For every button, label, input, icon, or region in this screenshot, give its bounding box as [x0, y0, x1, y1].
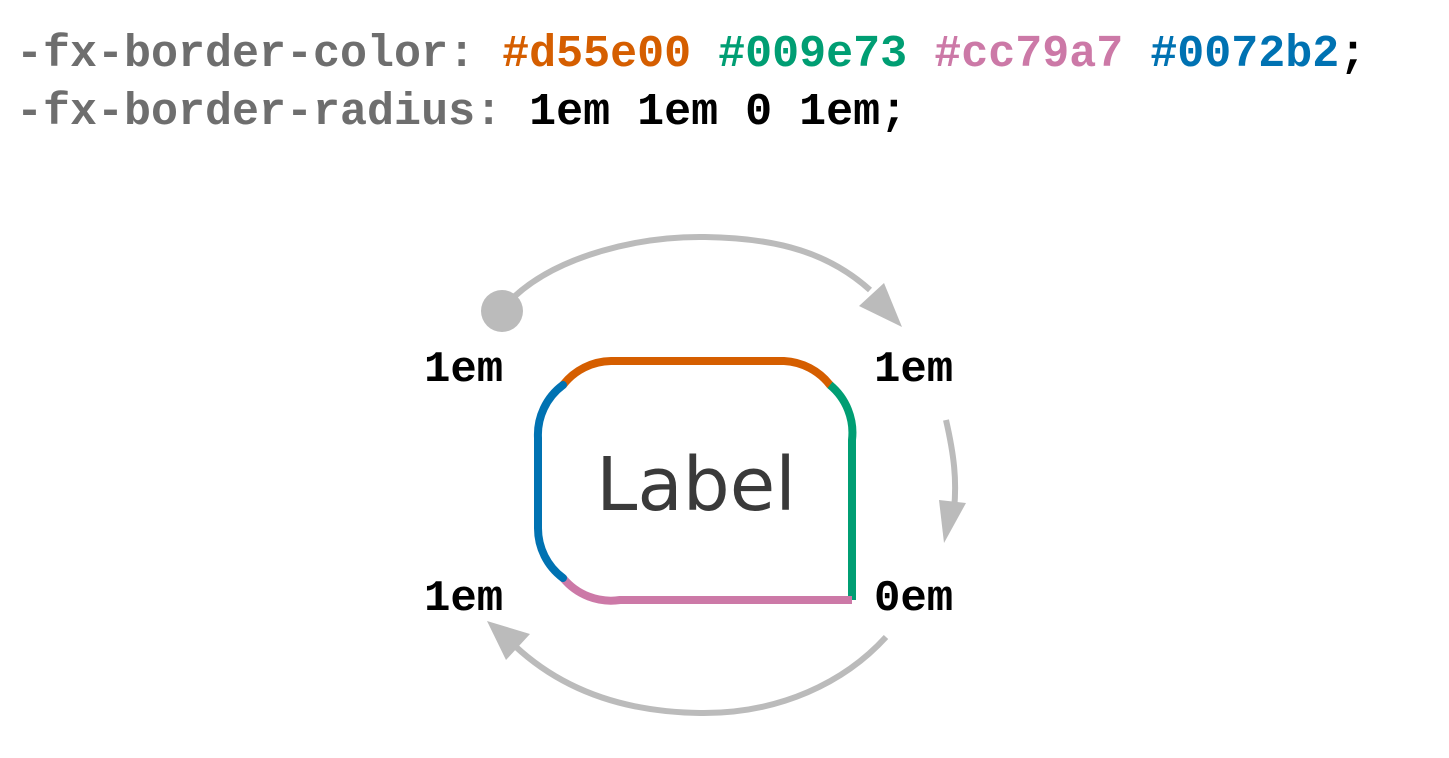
border-bottom-segment: [559, 575, 852, 605]
border-radius-declaration: -fx-border-radius: 1em 1em 0 1em;: [16, 90, 907, 135]
border-top-segment: [559, 357, 834, 389]
border-color-terminator: ;: [1339, 29, 1367, 80]
border-color-value-right: #009e73: [718, 29, 908, 80]
border-color-property: -fx-border-color:: [16, 29, 476, 80]
label-text: Label: [596, 442, 796, 528]
arrow-top-curve: [512, 233, 873, 299]
border-color-value-top: #d55e00: [502, 29, 692, 80]
corner-label-bottom-right: 0em: [874, 574, 953, 624]
corner-label-top-left: 1em: [424, 345, 503, 395]
border-color-value-bottom: #cc79a7: [934, 29, 1124, 80]
border-radius-property: -fx-border-radius:: [16, 87, 503, 138]
border-right-segment: [827, 381, 857, 600]
start-dot-icon: [481, 290, 523, 332]
arrow-right-curve: [943, 419, 959, 511]
border-color-declaration: -fx-border-color: #d55e00 #009e73 #cc79a…: [16, 32, 1366, 77]
arrow-bottom-curve: [512, 634, 889, 717]
arrow-bottom-head-icon: [487, 621, 530, 660]
border-left-segment: [533, 381, 567, 582]
border-radius-value: 1em 1em 0 1em;: [529, 87, 908, 138]
arrow-top-head-icon: [859, 283, 902, 327]
border-color-value-left: #0072b2: [1150, 29, 1340, 80]
corner-label-top-right: 1em: [874, 345, 953, 395]
corner-label-bottom-left: 1em: [424, 574, 503, 624]
arrow-right-head-icon: [939, 500, 966, 543]
